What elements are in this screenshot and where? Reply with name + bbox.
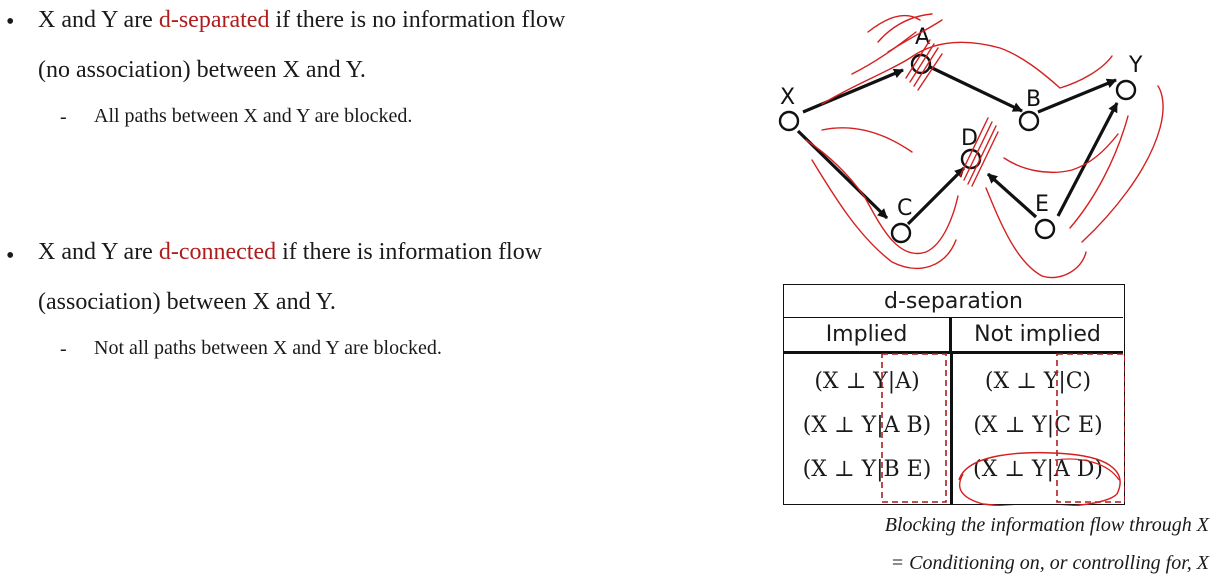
red-crossout-a [905,39,943,91]
sub-bullet-2-symbol: - [60,338,67,360]
implied-row-3-right: |B E) [876,456,932,482]
causal-graph-diagram: X A B Y D C E [778,13,1164,279]
implied-row-2: (X ⊥ Y|A B) [784,405,950,445]
d-separation-table: d-separation Implied Not implied (X ⊥ Y|… [783,284,1125,505]
node-e [1034,218,1056,240]
node-label-a: A [915,25,930,50]
edge-b-y [1037,78,1117,114]
red-scribble-a [867,13,943,53]
node-label-e: E [1035,192,1049,217]
edge-c-d [906,166,966,226]
not-implied-row-2: (X ⊥ Y|C E) [953,405,1123,445]
col-header-implied: Implied [784,318,952,354]
dashed-box-not-implied [1056,353,1125,503]
not-implied-row-3-left: (X ⊥ Y [973,456,1047,482]
bullet-1-line-1: X and Y are d-separated if there is no i… [38,6,565,34]
red-path-left-outer [811,159,957,270]
caption-line-1: Blocking the information flow through X [884,514,1209,536]
red-stroke-right [1003,133,1119,173]
red-circle-ad-inner [1054,458,1120,481]
d-connected-term: d-connected [158,239,277,265]
bullet-1-prefix: X and Y are [38,7,159,33]
bullet-2-line-2: (association) between X and Y. [38,289,336,315]
node-label-b: B [1026,87,1041,112]
red-path-right-curve [985,187,1087,279]
red-stroke-middle [821,127,913,153]
edge-a-b [929,65,1023,113]
node-label-c: C [897,196,912,221]
caption-line-2: = Conditioning on, or controlling for, X [890,552,1209,574]
red-path-left-curve [805,139,959,255]
table-annotation-overlay [881,353,1125,506]
red-path-far-right [1081,85,1164,243]
table-header: d-separation [784,285,1123,318]
not-implied-row-1-right: |C) [1058,368,1092,394]
bullet-2-prefix: X and Y are [38,239,159,265]
sub-bullet-1-text: All paths between X and Y are blocked. [94,105,413,127]
implied-row-1: (X ⊥ Y|A) [784,361,950,401]
not-implied-row-1: (X ⊥ Y|C) [953,361,1123,401]
red-stroke-upper [851,31,917,75]
implied-row-1-right: |A) [887,368,920,394]
bullet-1-symbol: • [6,9,15,35]
not-implied-row-3-right: |A D) [1046,456,1103,482]
node-label-y: Y [1128,53,1143,78]
sub-bullet-2-text: Not all paths between X and Y are blocke… [94,337,442,359]
implied-row-2-right: |A B) [876,412,932,438]
bullet-1-suffix: if there is no information flow [269,7,566,33]
bullet-2-line-1: X and Y are d-connected if there is info… [38,238,542,266]
bullet-1-line-2: (no association) between X and Y. [38,57,366,83]
edge-e-d [986,172,1038,219]
red-circle-ad [958,452,1121,506]
bullet-2-suffix: if there is information flow [276,239,543,265]
d-separated-term: d-separated [158,7,270,33]
not-implied-row-2-right: |C E) [1046,412,1103,438]
not-implied-row-2-left: (X ⊥ Y [973,412,1047,438]
node-b [1018,110,1040,132]
not-implied-row-3: (X ⊥ Y|A D) [953,449,1123,489]
implied-row-1-left: (X ⊥ Y [814,368,888,394]
implied-row-2-left: (X ⊥ Y [802,412,877,438]
edge-e-y [1056,102,1119,217]
red-handwritten-annotations [805,13,1164,279]
node-label-d: D [961,126,978,151]
implied-row-3: (X ⊥ Y|B E) [784,449,950,489]
edge-x-a [802,68,904,114]
red-path-inner-right [1069,115,1129,229]
dashed-box-implied [881,353,947,503]
node-y [1115,79,1137,101]
red-crossout-d [959,117,999,187]
red-path-upper-outline [821,41,1113,105]
node-label-x: X [780,85,795,110]
sub-bullet-1-symbol: - [60,106,67,128]
not-implied-row-1-left: (X ⊥ Y [984,368,1059,394]
table-column-divider [950,354,953,504]
node-c [890,222,912,244]
implied-row-3-left: (X ⊥ Y [802,456,877,482]
node-x [778,110,800,132]
col-header-not-implied: Not implied [952,318,1123,354]
bullet-2-symbol: • [6,243,15,269]
